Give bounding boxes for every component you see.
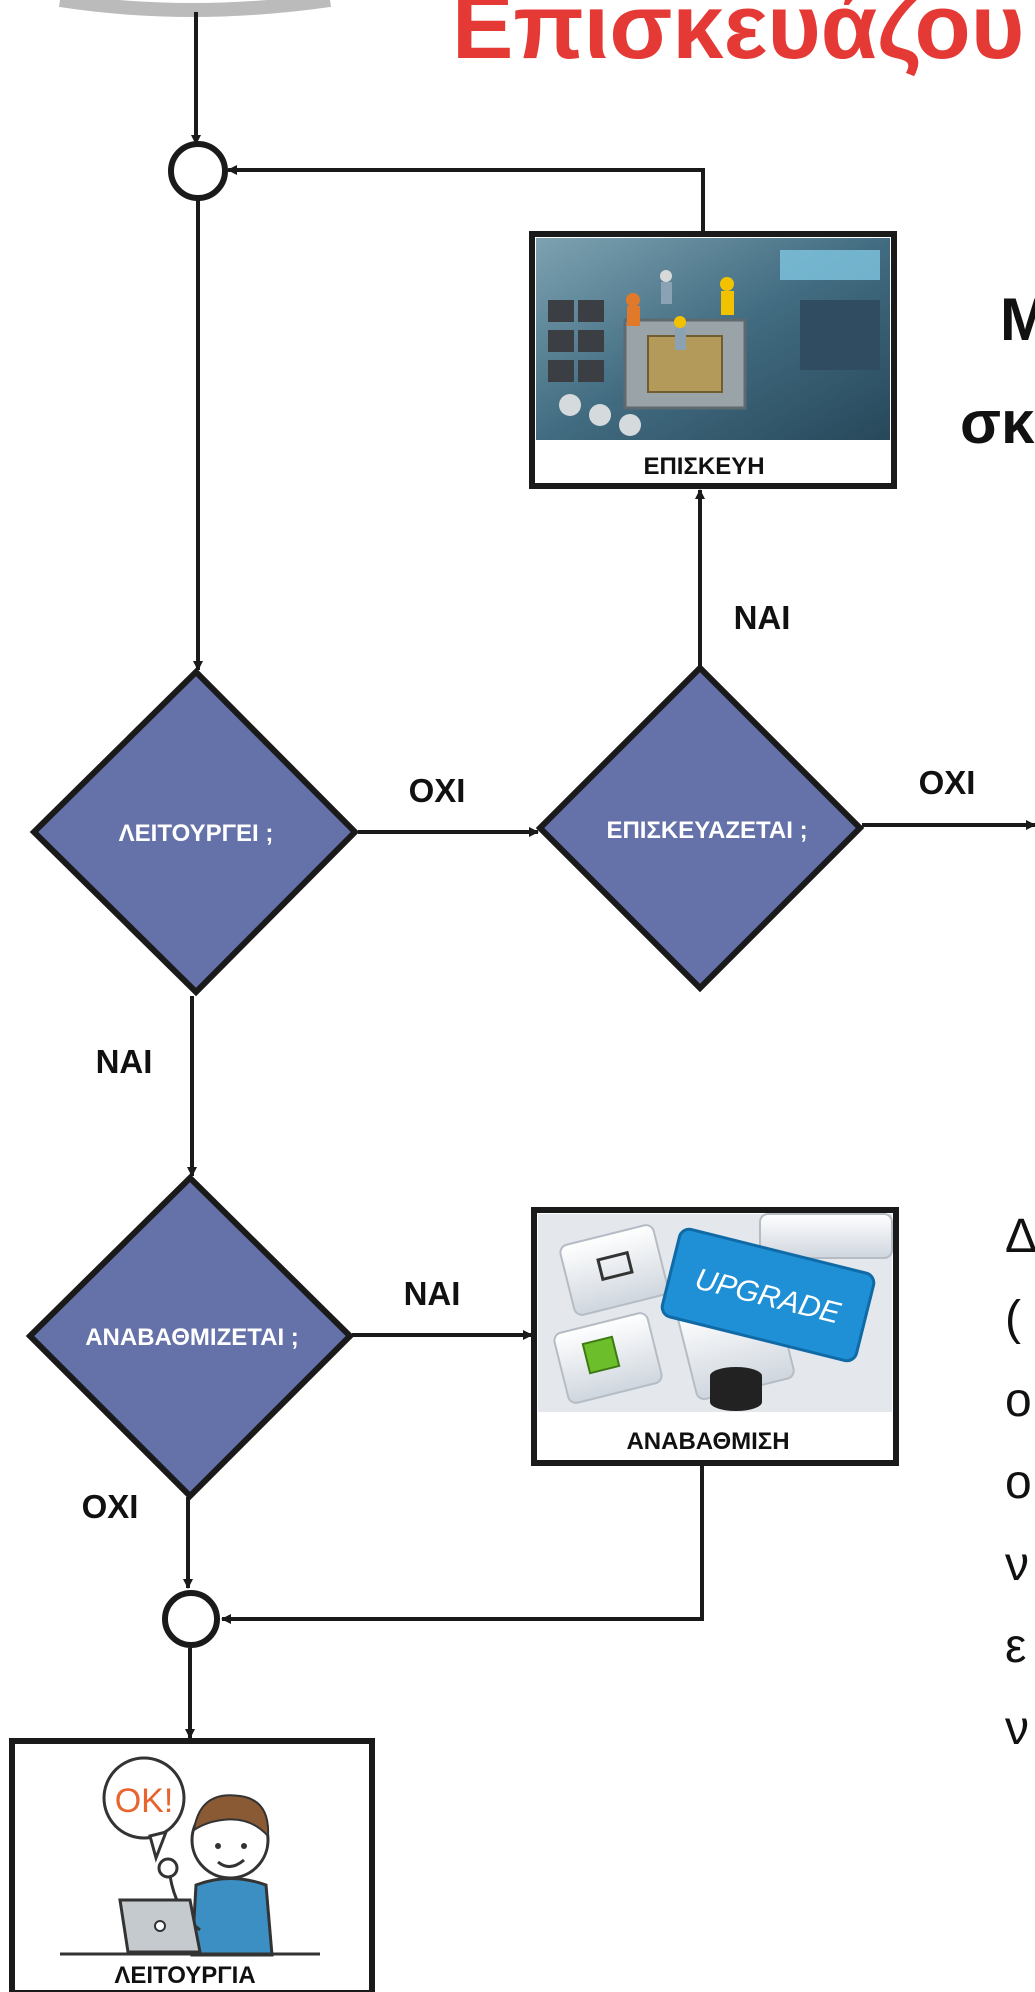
merge-circle-top bbox=[168, 141, 228, 201]
operation-image: OK! bbox=[60, 1756, 320, 1957]
edge-label-repairable-yes: ΝΑΙ bbox=[734, 599, 791, 636]
paragraph-fragment-3: ο bbox=[1005, 1374, 1032, 1427]
upgrade-image: UPGRADE bbox=[538, 1213, 893, 1412]
edge-label-upgradable-yes: ΝΑΙ bbox=[404, 1275, 461, 1312]
database-icon bbox=[710, 1367, 762, 1411]
decision-works-shape bbox=[29, 667, 360, 997]
decision-repairable-shape bbox=[535, 663, 865, 993]
projector-icon bbox=[596, 1250, 634, 1282]
edge-label-works-no: ΟΧΙ bbox=[409, 772, 466, 809]
edge-label-works-yes: ΝΑΙ bbox=[96, 1043, 153, 1080]
side-heading-fragment-1: Μ bbox=[1000, 286, 1035, 353]
page-title-fragment: Επισκευάζου bbox=[452, 0, 1024, 78]
operation-box: OK! ΛΕΙΤΟΥΡΓΙΑ bbox=[9, 1738, 375, 1992]
decision-upgradable-label: ΑΝΑΒΑΘΜΙΖΕΤΑΙ ; bbox=[85, 1324, 299, 1351]
decision-works-label: ΛΕΙΤΟΥΡΓΕΙ ; bbox=[119, 820, 274, 847]
operation-box-label: ΛΕΙΤΟΥΡΓΙΑ bbox=[114, 1962, 255, 1989]
edge-upgrade-to-merge bbox=[221, 1463, 704, 1624]
paragraph-fragment-2: ( bbox=[1005, 1292, 1021, 1345]
upgrade-box-label: ΑΝΑΒΑΘΜΙΣΗ bbox=[626, 1428, 789, 1455]
paragraph-fragment-7: ν bbox=[1005, 1702, 1029, 1755]
top-decoration bbox=[58, 0, 331, 17]
paragraph-fragment-1: Δ bbox=[1005, 1210, 1035, 1263]
paragraph-fragment-5: ν bbox=[1005, 1538, 1029, 1591]
merge-circle-bottom bbox=[162, 1590, 220, 1648]
worker-figures bbox=[626, 270, 734, 350]
chip-icon bbox=[581, 1335, 621, 1375]
ok-bubble bbox=[102, 1756, 186, 1840]
side-heading-fragment-1-clip: Μ bbox=[1000, 285, 1035, 365]
edge-label-repairable-no: ΟΧΙ bbox=[919, 764, 976, 801]
edge-repair-to-merge bbox=[227, 165, 705, 234]
decision-repairable-label: ΕΠΙΣΚΕΥΑΖΕΤΑΙ ; bbox=[606, 817, 807, 844]
repair-image bbox=[536, 238, 890, 440]
side-heading-fragment-2-clip: σκ bbox=[960, 388, 1035, 468]
edge-label-upgradable-no: ΟΧΙ bbox=[82, 1488, 139, 1525]
repair-box: ΕΠΙΣΚΕΥΗ bbox=[529, 231, 897, 489]
paragraph-fragment-6: ε bbox=[1005, 1620, 1027, 1673]
upgrade-box: UPGRADE ΑΝΑΒΑΘΜΙΣΗ bbox=[531, 1207, 899, 1466]
side-heading-fragment-2: σκ bbox=[960, 389, 1035, 456]
side-paragraph-fragments: Δ ( ο ο ν ε ν bbox=[1005, 1196, 1035, 1772]
decision-upgradable-shape bbox=[25, 1173, 355, 1501]
ok-bubble-text: OK! bbox=[115, 1782, 174, 1820]
connectors bbox=[183, 12, 1035, 1739]
repair-box-label: ΕΠΙΣΚΕΥΗ bbox=[643, 453, 764, 480]
paragraph-fragment-4: ο bbox=[1005, 1456, 1032, 1509]
